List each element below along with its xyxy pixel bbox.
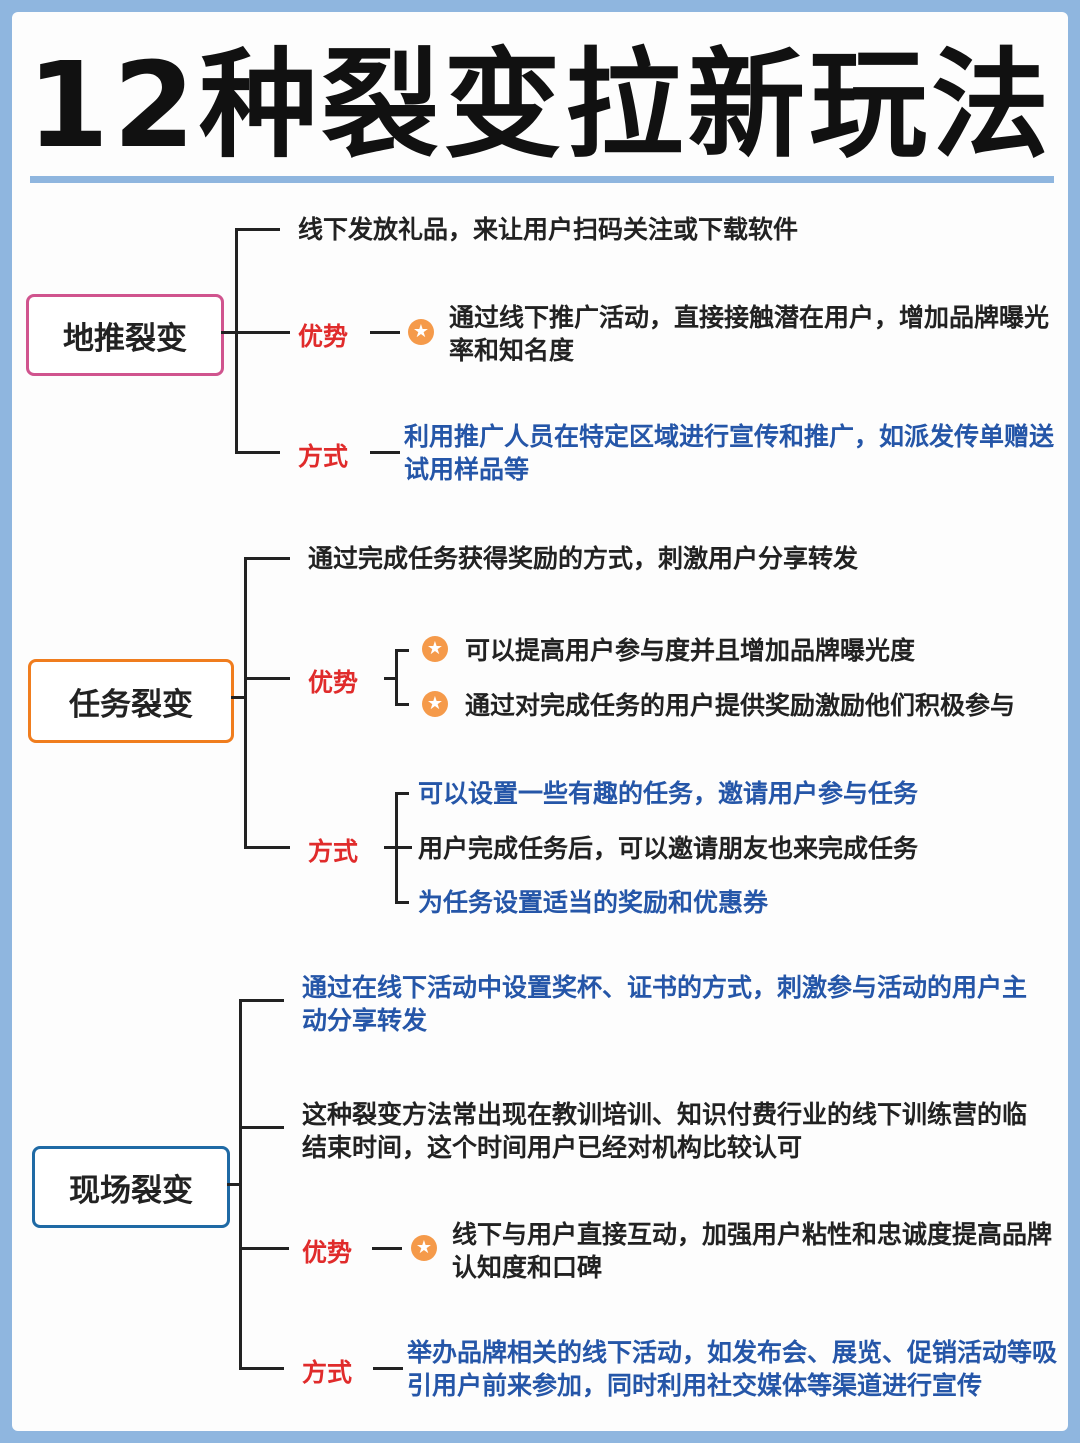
sub-bracket	[395, 649, 398, 706]
category-box-ditui: 地推裂变	[26, 294, 224, 376]
connector	[372, 1247, 402, 1250]
advantage-text: 线下与用户直接互动，加强用户粘性和忠诚度提高品牌认知度和口碑	[452, 1220, 1053, 1282]
branch	[244, 557, 290, 560]
branch	[239, 1367, 284, 1370]
section-description: 线下发放礼品，来让用户扫码关注或下载软件	[298, 215, 799, 244]
sub-branch	[395, 792, 409, 795]
method-label: 方式	[308, 837, 359, 866]
method-label: 方式	[298, 442, 349, 471]
connector	[373, 1367, 403, 1370]
sub-connector	[384, 677, 396, 680]
branch	[239, 1247, 289, 1250]
branch	[244, 677, 290, 680]
star-icon: ★	[422, 691, 448, 717]
star-icon: ★	[422, 636, 448, 662]
section-description: 这种裂变方法常出现在教训培训、知识付费行业的线下训练营的临结束时间，这个时间用户…	[302, 1100, 1028, 1162]
title-divider	[30, 176, 1054, 183]
method-text: 举办品牌相关的线下活动，如发布会、展览、促销活动等吸引用户前来参加，同时利用社交…	[407, 1338, 1058, 1400]
sub-branch	[384, 846, 412, 849]
advantage-text: 可以提高用户参与度并且增加品牌曝光度	[465, 636, 916, 665]
connector	[227, 1183, 240, 1186]
connector	[370, 331, 400, 334]
method-text: 利用推广人员在特定区域进行宣传和推广，如派发传单赠送试用样品等	[404, 422, 1055, 484]
branch	[239, 999, 284, 1002]
sub-branch	[395, 901, 409, 904]
sub-branch	[395, 703, 409, 706]
branch	[235, 228, 280, 231]
bracket	[244, 557, 247, 849]
advantage-label: 优势	[302, 1238, 353, 1267]
method-text: 用户完成任务后，可以邀请朋友也来完成任务	[418, 834, 919, 863]
section-description: 通过在线下活动中设置奖杯、证书的方式，刺激参与活动的用户主动分享转发	[302, 973, 1028, 1035]
sub-branch	[395, 649, 409, 652]
method-label: 方式	[302, 1358, 353, 1387]
bracket	[235, 228, 238, 453]
bracket	[239, 999, 242, 1369]
page-title: 12种裂变拉新玩法	[26, 36, 1054, 174]
category-box-renwu: 任务裂变	[28, 659, 234, 743]
section-description: 通过完成任务获得奖励的方式，刺激用户分享转发	[308, 544, 859, 573]
branch	[244, 846, 290, 849]
connector	[231, 696, 245, 699]
advantage-text: 通过对完成任务的用户提供奖励激励他们积极参与	[465, 691, 1016, 720]
category-box-xianchang: 现场裂变	[32, 1146, 230, 1228]
connector	[370, 451, 400, 454]
method-text: 为任务设置适当的奖励和优惠券	[418, 888, 769, 917]
branch	[239, 1126, 284, 1129]
star-icon: ★	[411, 1235, 437, 1261]
branch	[235, 451, 280, 454]
advantage-label: 优势	[298, 322, 349, 351]
advantage-text: 通过线下推广活动，直接接触潜在用户，增加品牌曝光率和知名度	[449, 303, 1050, 365]
branch	[235, 331, 290, 334]
page-card: 12种裂变拉新玩法 地推裂变 线下发放礼品，来让用户扫码关注或下载软件 优势 ★…	[12, 12, 1068, 1431]
connector	[221, 331, 237, 334]
star-icon: ★	[408, 319, 434, 345]
method-text: 可以设置一些有趣的任务，邀请用户参与任务	[418, 779, 919, 808]
advantage-label: 优势	[308, 668, 359, 697]
